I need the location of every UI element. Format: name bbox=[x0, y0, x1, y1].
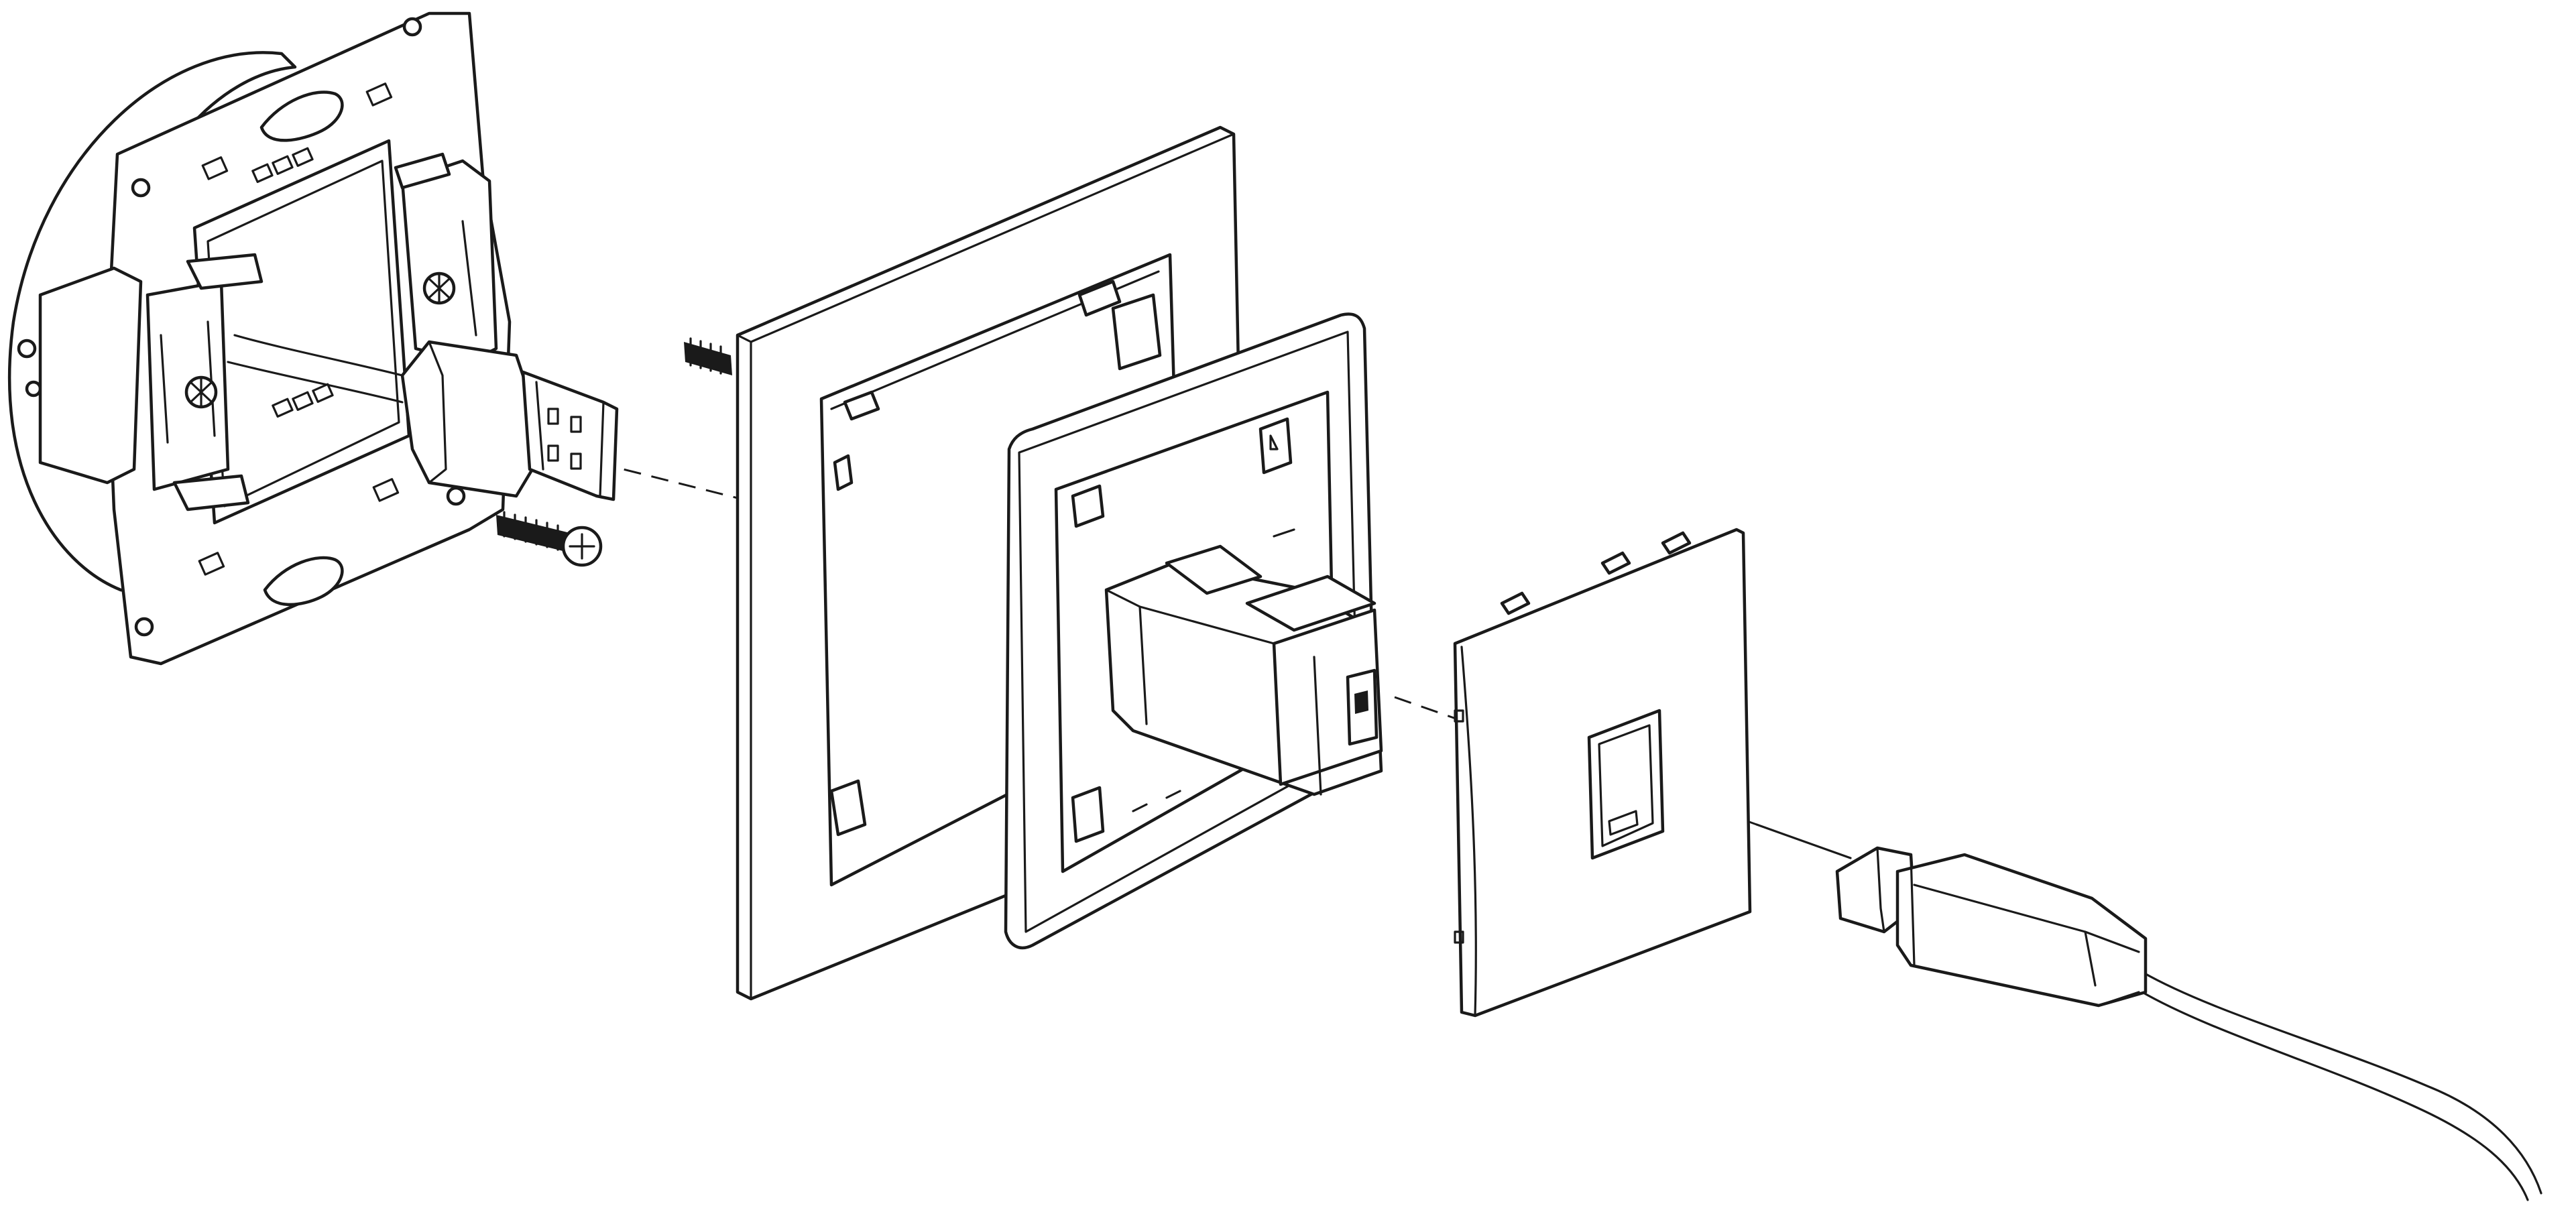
usb-b-cable bbox=[1835, 846, 2542, 1201]
usb-a-connector bbox=[227, 334, 619, 501]
mounting-box bbox=[7, 11, 512, 666]
screw-bottom bbox=[496, 511, 603, 567]
usb-b-socket-module bbox=[1104, 544, 1383, 796]
screw-top bbox=[684, 337, 732, 375]
cover-plate bbox=[1453, 528, 1752, 1018]
